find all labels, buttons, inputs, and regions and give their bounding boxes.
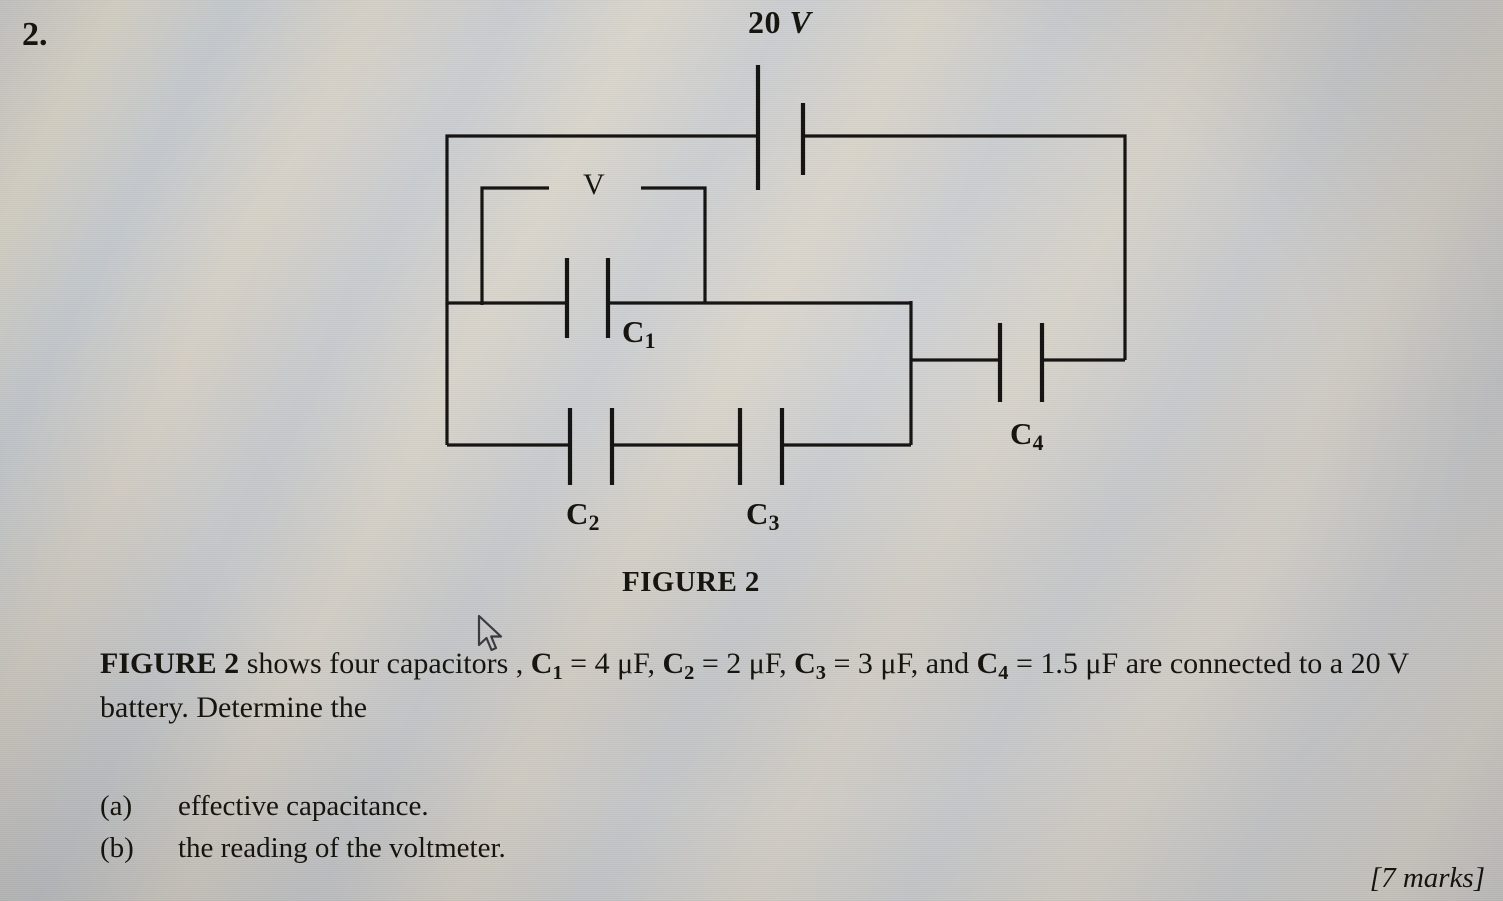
c2-value: 2 <box>726 647 742 680</box>
c4-value: 1.5 <box>1040 647 1078 680</box>
capacitor-c1 <box>447 258 911 338</box>
c4-unit: μF <box>1085 647 1119 680</box>
statement-tail: are connected to a 20 V battery. Determi… <box>100 647 1409 725</box>
part-b-tag: (b) <box>100 831 134 864</box>
c4-index: 4 <box>1032 431 1044 456</box>
c3-unit: μF <box>880 647 911 680</box>
c4-sub: 4 <box>998 662 1009 685</box>
battery-voltage-label: 20 V <box>748 4 811 41</box>
marks-allocation: [7 marks] <box>1369 862 1485 894</box>
capacitor-c4 <box>911 323 1125 402</box>
c3-sub: 3 <box>815 662 826 685</box>
voltmeter-letter: V <box>583 168 605 201</box>
statement-figure-ref: FIGURE 2 <box>100 647 240 680</box>
battery-symbol <box>755 65 806 190</box>
c1-unit: μF <box>617 647 648 680</box>
battery-voltage-unit: V <box>789 4 812 40</box>
capacitor-c4-label: C4 <box>1010 416 1043 454</box>
c1-sub: 1 <box>552 662 563 685</box>
battery-voltage-value: 20 <box>748 4 781 40</box>
c2-unit: μF <box>748 647 780 680</box>
c1-index: 1 <box>644 329 656 354</box>
capacitor-c3 <box>737 408 911 485</box>
question-statement: FIGURE 2 shows four capacitors , C1 = 4 … <box>100 647 1409 725</box>
capacitor-c1-label: C1 <box>622 314 655 352</box>
figure-caption: FIGURE 2 <box>622 566 760 598</box>
c3-value: 3 <box>857 647 873 680</box>
c1-name: C <box>530 647 553 680</box>
capacitor-c3-label: C3 <box>746 496 779 534</box>
question-number: 2. <box>22 16 48 53</box>
c2-sub: 2 <box>684 662 695 685</box>
capacitor-c2 <box>447 408 615 485</box>
c3-name: C <box>794 647 816 680</box>
c2-index: 2 <box>588 511 600 536</box>
part-b-text: the reading of the voltmeter. <box>178 831 506 864</box>
wire-top-left <box>445 134 758 305</box>
question-part-a: (a) effective capacitance. <box>100 786 506 828</box>
question-part-b: (b) the reading of the voltmeter. <box>100 828 506 870</box>
c4-symbol: C <box>1010 416 1033 451</box>
part-a-tag: (a) <box>100 790 133 822</box>
c2-name: C <box>662 647 685 680</box>
capacitor-c2-label: C2 <box>566 496 599 534</box>
c1-symbol: C <box>622 314 645 349</box>
c3-index: 3 <box>768 511 780 536</box>
statement-connector: shows four capacitors , <box>239 647 531 680</box>
c2-symbol: C <box>566 496 589 531</box>
wire-top-right <box>803 134 1127 360</box>
c4-name: C <box>976 647 999 680</box>
c3-symbol: C <box>746 496 769 531</box>
question-parts: (a) effective capacitance. (b) the readi… <box>100 786 506 870</box>
part-a-text: effective capacitance. <box>178 790 429 822</box>
mouse-cursor-arrow-icon <box>477 614 503 652</box>
c1-value: 4 <box>594 647 610 680</box>
